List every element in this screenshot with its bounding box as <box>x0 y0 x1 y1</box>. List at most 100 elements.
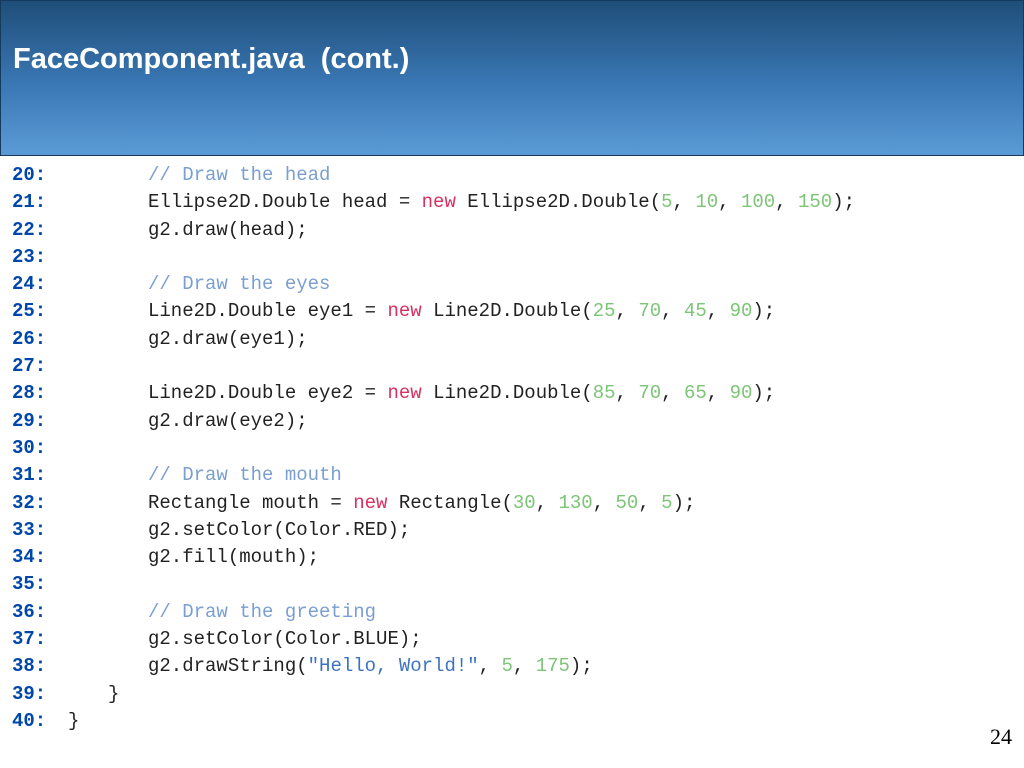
line-number: 30: <box>12 436 47 459</box>
code-line: 35: <box>12 571 855 598</box>
code-token-plain: Line2D.Double eye2 = <box>148 382 388 405</box>
line-number: 36: <box>12 600 47 623</box>
code-token-plain: g2.draw(head); <box>148 218 308 241</box>
code-token-plain: g2.setColor(Color.BLUE); <box>148 628 422 651</box>
code-token-plain: , <box>718 191 741 214</box>
line-number: 38: <box>12 655 47 678</box>
code-line: 24: // Draw the eyes <box>12 271 855 298</box>
line-number: 32: <box>12 491 47 514</box>
line-number: 24: <box>12 273 47 296</box>
line-number: 40: <box>12 709 47 732</box>
code-token-number: 100 <box>740 191 776 214</box>
code-token-number: 5 <box>661 491 673 514</box>
line-number: 31: <box>12 464 47 487</box>
code-line: 39:} <box>12 681 855 708</box>
code-line: 28: Line2D.Double eye2 = new Line2D.Doubl… <box>12 380 855 407</box>
code-token-plain: g2.drawString( <box>148 655 308 678</box>
code-token-plain: ); <box>672 491 696 514</box>
code-token-plain: ); <box>569 655 593 678</box>
code-token-plain: g2.draw(eye1); <box>148 327 308 350</box>
code-token-number: 45 <box>683 300 707 323</box>
code-token-number: 5 <box>501 655 513 678</box>
code-token-number: 25 <box>592 300 616 323</box>
code-line: 36: // Draw the greeting <box>12 599 855 626</box>
code-token-plain: , <box>478 655 502 678</box>
code-token-keyword: new <box>421 191 456 214</box>
code-token-number: 5 <box>661 191 673 214</box>
code-line: 31: // Draw the mouth <box>12 462 855 489</box>
code-line: 33: g2.setColor(Color.RED); <box>12 517 855 544</box>
code-line: 34: g2.fill(mouth); <box>12 544 855 571</box>
code-token-plain: } <box>108 682 120 705</box>
line-number: 23: <box>12 245 47 268</box>
code-token-keyword: new <box>387 382 422 405</box>
line-number: 27: <box>12 355 47 378</box>
code-token-comment: // Draw the mouth <box>148 464 342 487</box>
code-token-plain: , <box>661 382 684 405</box>
code-line: 38: g2.drawString("Hello, World!", 5, 175… <box>12 653 855 680</box>
code-token-plain: } <box>68 709 80 732</box>
code-token-keyword: new <box>387 300 422 323</box>
line-number: 25: <box>12 300 47 323</box>
code-token-plain: , <box>638 491 662 514</box>
code-token-plain: g2.fill(mouth); <box>148 546 320 569</box>
code-line: 23: <box>12 244 855 271</box>
code-token-plain: g2.draw(eye2); <box>148 409 308 432</box>
line-number: 21: <box>12 191 47 214</box>
code-token-plain: ); <box>832 191 856 214</box>
line-number: 37: <box>12 628 47 651</box>
code-token-number: 90 <box>729 300 753 323</box>
line-number: 28: <box>12 382 47 405</box>
code-token-plain: Rectangle( <box>387 491 513 514</box>
code-token-plain: , <box>592 491 616 514</box>
code-line: 30: <box>12 435 855 462</box>
code-token-number: 90 <box>729 382 753 405</box>
code-token-number: 85 <box>592 382 616 405</box>
code-token-plain: , <box>512 655 536 678</box>
line-number: 20: <box>12 164 47 186</box>
code-token-keyword: new <box>353 491 388 514</box>
code-token-plain: Line2D.Double( <box>421 382 593 405</box>
code-token-number: 70 <box>638 300 662 323</box>
code-line: 25: Line2D.Double eye1 = new Line2D.Doubl… <box>12 298 855 325</box>
code-token-plain: , <box>706 382 730 405</box>
code-token-plain: Line2D.Double( <box>421 300 593 323</box>
code-token-comment: // Draw the greeting <box>148 600 377 623</box>
code-token-string: "Hello, World!" <box>307 655 479 678</box>
code-token-plain: ); <box>752 300 776 323</box>
code-token-plain: ); <box>752 382 776 405</box>
code-line: 22: g2.draw(head); <box>12 217 855 244</box>
line-number: 34: <box>12 546 47 569</box>
code-token-number: 150 <box>797 191 833 214</box>
code-token-number: 70 <box>638 382 662 405</box>
code-token-plain: , <box>535 491 559 514</box>
code-line: 20:// Draw the head <box>12 162 855 189</box>
code-line: 29: g2.draw(eye2); <box>12 408 855 435</box>
line-number: 33: <box>12 518 47 541</box>
code-token-number: 175 <box>535 655 570 678</box>
line-number: 29: <box>12 409 47 432</box>
page-number: 24 <box>990 724 1012 749</box>
code-token-comment: // Draw the eyes <box>148 273 331 296</box>
code-line: 27: <box>12 353 855 380</box>
slide-header: FaceComponent.java (cont.) <box>0 0 1024 156</box>
code-token-number: 50 <box>615 491 639 514</box>
line-number: 39: <box>12 682 47 705</box>
code-line: 40:} <box>12 708 855 735</box>
code-token-number: 130 <box>558 491 593 514</box>
code-token-plain: , <box>775 191 798 214</box>
code-line: 21:Ellipse2D.Double head = new Ellipse2D… <box>12 189 855 216</box>
code-token-number: 30 <box>512 491 536 514</box>
line-number: 26: <box>12 327 47 350</box>
code-line: 32: Rectangle mouth = new Rectangle(30, 1… <box>12 490 855 517</box>
code-token-plain: Rectangle mouth = <box>148 491 354 514</box>
slide-title: FaceComponent.java (cont.) <box>13 43 410 75</box>
code-token-plain: g2.setColor(Color.RED); <box>148 518 411 541</box>
code-token-plain: , <box>615 382 639 405</box>
line-number: 22: <box>12 218 47 241</box>
code-token-plain: Line2D.Double eye1 = <box>148 300 388 323</box>
line-number: 35: <box>12 573 47 596</box>
code-token-number: 10 <box>695 191 719 214</box>
code-line: 26: g2.draw(eye1); <box>12 326 855 353</box>
